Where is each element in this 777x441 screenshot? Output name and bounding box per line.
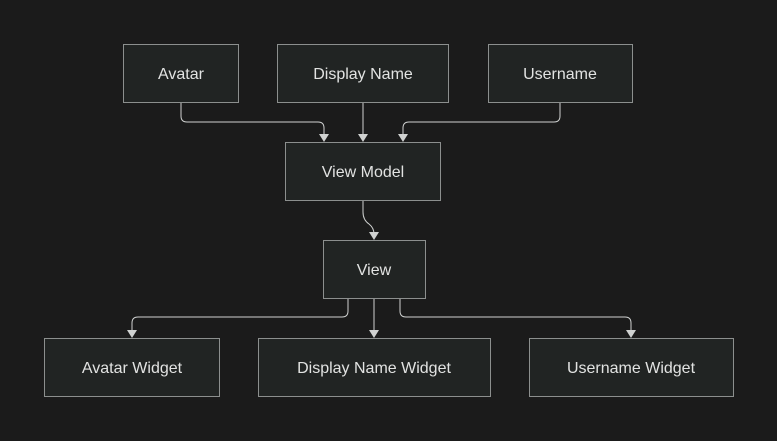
node-avatar: Avatar — [123, 44, 239, 103]
node-display-name-label: Display Name — [313, 66, 413, 83]
node-display-name-widget-label: Display Name Widget — [297, 360, 451, 377]
node-username-widget: Username Widget — [529, 338, 734, 397]
node-view-label: View — [357, 262, 392, 279]
edge-view-model-to-view — [362, 201, 375, 235]
node-avatar-label: Avatar — [158, 66, 205, 83]
edge-view-to-username-widget — [399, 299, 632, 331]
node-view-model: View Model — [285, 142, 441, 201]
node-username-widget-label: Username Widget — [567, 360, 696, 377]
arrowhead — [369, 330, 379, 338]
arrowhead — [626, 330, 636, 338]
edges — [127, 103, 636, 338]
arrowhead — [369, 232, 379, 240]
arrowhead — [398, 134, 408, 142]
arrowhead — [358, 134, 368, 142]
node-avatar-widget-label: Avatar Widget — [82, 360, 183, 377]
arrowhead — [127, 330, 137, 338]
arrowhead — [319, 134, 329, 142]
edge-username-to-view-model — [402, 103, 561, 135]
node-avatar-widget: Avatar Widget — [44, 338, 220, 397]
edge-avatar-to-view-model — [180, 103, 325, 135]
node-display-name-widget: Display Name Widget — [258, 338, 491, 397]
edge-view-to-avatar-widget — [131, 299, 349, 331]
node-display-name: Display Name — [277, 44, 449, 103]
node-view: View — [323, 240, 426, 299]
node-view-model-label: View Model — [322, 164, 404, 181]
node-username-label: Username — [523, 66, 597, 83]
node-username: Username — [488, 44, 633, 103]
